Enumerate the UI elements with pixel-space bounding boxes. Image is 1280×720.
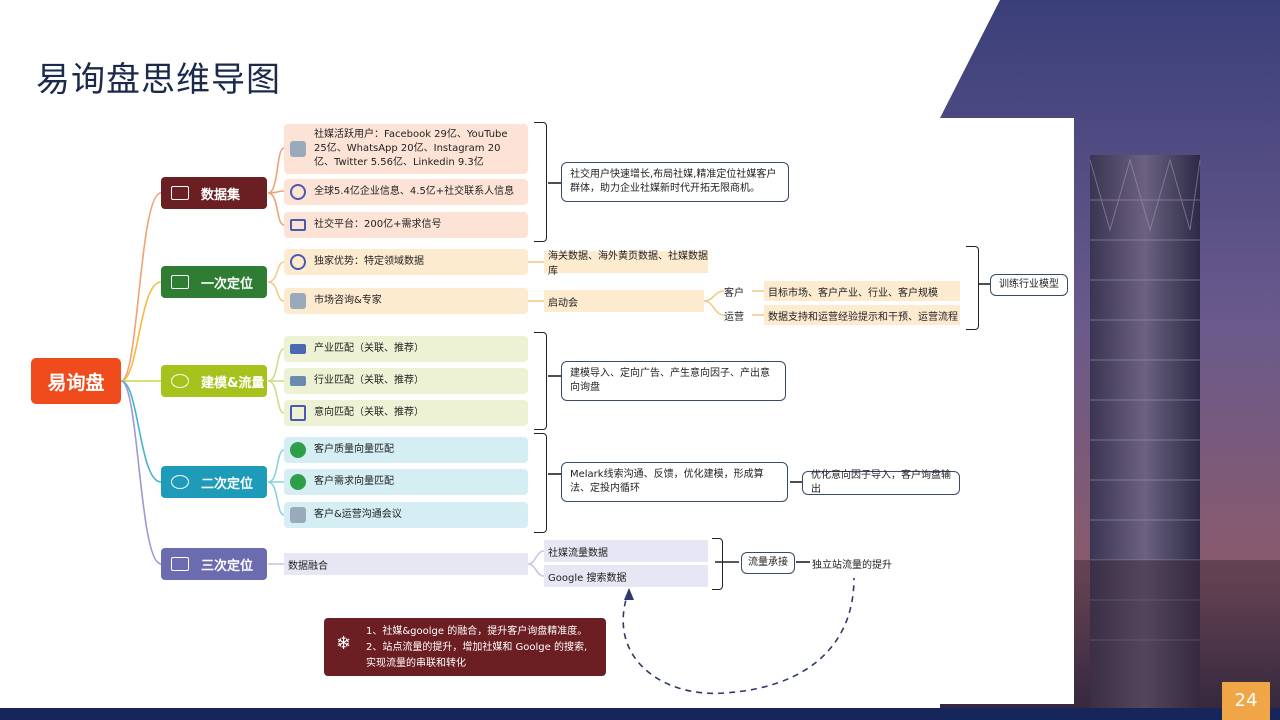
google-search-data: Google 搜索数据 xyxy=(544,565,708,587)
summary-data-set: 社交用户快速增长,布局社媒,精准定位社媒客户群体，助力企业社媒新时代开拓无限商机… xyxy=(561,162,789,202)
leaf-text: 市场咨询&专家 xyxy=(314,295,382,306)
bracket-second-position xyxy=(534,433,547,533)
people-icon xyxy=(290,507,306,523)
bracket-modeling xyxy=(534,332,547,430)
summary-note: ❄ 1、社媒&goolge 的融合，提升客户询盘精准度。 2、站点流量的提升，增… xyxy=(324,618,606,676)
devices-icon xyxy=(290,405,306,421)
leaf-text: 全球5.4亿企业信息、4.5亿+社交联系人信息 xyxy=(314,186,515,197)
people-icon xyxy=(290,293,306,309)
social-traffic-data: 社媒流量数据 xyxy=(544,540,708,562)
root-node: 易询盘 xyxy=(31,358,121,404)
category-modeling: 建模&流量 xyxy=(161,365,267,397)
category-second-position: 二次定位 xyxy=(161,466,267,498)
mindmap-canvas: 易询盘 数据集 一次定位 建模&流量 二次定位 三次定位 社媒活跃用户：Face… xyxy=(24,118,1074,704)
category-label: 一次定位 xyxy=(201,276,254,292)
note-line-1: 1、社媒&goolge 的融合，提升客户询盘精准度。 xyxy=(366,626,588,637)
leaf-text: 产业匹配（关联、推荐） xyxy=(314,343,424,354)
data-fusion: 数据融合 xyxy=(284,553,528,575)
leaf-text: 独家优势：特定领域数据 xyxy=(314,256,424,267)
leaf-market-consulting: 市场咨询&专家 xyxy=(284,288,528,314)
settings-icon: ❄ xyxy=(336,633,352,654)
check-icon xyxy=(290,442,306,458)
category-first-position: 一次定位 xyxy=(161,266,267,298)
output-second-position: 优化意向因子导入，客户询盘输出 xyxy=(802,470,960,495)
summary-modeling: 建模导入、定向广告、产生意向因子、产出意向询盘 xyxy=(561,361,786,401)
connector-lines xyxy=(120,147,990,695)
data-card-icon xyxy=(171,186,189,200)
leaf-exclusive-advantage: 独家优势：特定领域数据 xyxy=(284,249,528,275)
leaf-text: 社交平台：200亿+需求信号 xyxy=(314,219,442,230)
leaf-text: 客户需求向量匹配 xyxy=(314,476,394,487)
leaf-social-users: 社媒活跃用户：Facebook 29亿、YouTube 25亿、WhatsApp… xyxy=(284,124,528,174)
bracket-first-position xyxy=(966,246,979,330)
category-third-position: 三次定位 xyxy=(161,548,267,580)
user-circle-icon xyxy=(290,184,306,200)
category-label: 三次定位 xyxy=(201,558,254,574)
summary-second-position: Melark线索沟通、反馈，优化建模，形成算法、定投内循环 xyxy=(561,462,788,502)
train-industry-model: 训练行业模型 xyxy=(990,274,1068,296)
customer-label: 客户 xyxy=(724,287,744,299)
bottom-bar xyxy=(0,708,1280,720)
leaf-demand-vector: 客户需求向量匹配 xyxy=(284,469,528,495)
mail-icon xyxy=(290,219,306,231)
globe-icon xyxy=(171,374,189,388)
leaf-social-platform: 社交平台：200亿+需求信号 xyxy=(284,212,528,238)
operation-label: 运营 xyxy=(724,311,744,323)
leaf-quality-vector: 客户质量向量匹配 xyxy=(284,437,528,463)
operation-detail: 数据支持和运营经验提示和干预、运营流程 xyxy=(764,305,960,325)
people-icon xyxy=(290,141,306,157)
leaf-global-companies: 全球5.4亿企业信息、4.5亿+社交联系人信息 xyxy=(284,179,528,205)
target-icon xyxy=(171,475,189,489)
leaf-industry-match: 产业匹配（关联、推荐） xyxy=(284,336,528,362)
leaf-text: 客户&运营沟通会议 xyxy=(314,509,402,520)
site-traffic-boost: 独立站流量的提升 xyxy=(812,559,892,571)
monitor-icon xyxy=(290,376,306,386)
slide-title: 易询盘思维导图 xyxy=(36,60,281,100)
leaf-sector-match: 行业匹配（关联、推荐） xyxy=(284,368,528,394)
server-icon xyxy=(290,344,306,354)
chart-icon xyxy=(171,557,189,571)
leaf-text: 意向匹配（关联、推荐） xyxy=(314,407,424,418)
user-circle-icon xyxy=(290,254,306,270)
leaf-intent-match: 意向匹配（关联、推荐） xyxy=(284,400,528,426)
bracket-data-set xyxy=(534,122,547,242)
leaf-text: 客户质量向量匹配 xyxy=(314,444,394,455)
traffic-intake: 流量承接 xyxy=(741,552,795,574)
leaf-text: 行业匹配（关联、推荐） xyxy=(314,375,424,386)
category-data-set: 数据集 xyxy=(161,177,267,209)
calendar-icon xyxy=(171,275,189,289)
leaf-meeting: 客户&运营沟通会议 xyxy=(284,502,528,528)
category-label: 二次定位 xyxy=(201,476,254,492)
leaf-text: 社媒活跃用户：Facebook 29亿、YouTube 25亿、WhatsApp… xyxy=(314,129,508,168)
category-label: 建模&流量 xyxy=(201,375,265,391)
kickoff-meeting: 启动会 xyxy=(544,290,704,312)
exclusive-data-list: 海关数据、海外黄页数据、社媒数据库 xyxy=(544,251,708,277)
customer-detail: 目标市场、客户产业、行业、客户规模 xyxy=(764,281,960,301)
bracket-third-position xyxy=(712,538,723,590)
category-label: 数据集 xyxy=(201,187,241,203)
check-icon xyxy=(290,474,306,490)
page-number: 24 xyxy=(1222,682,1270,720)
note-line-2: 2、站点流量的提升，增加社媒和 Goolge 的搜索, 实现流量的串联和转化 xyxy=(366,642,588,669)
